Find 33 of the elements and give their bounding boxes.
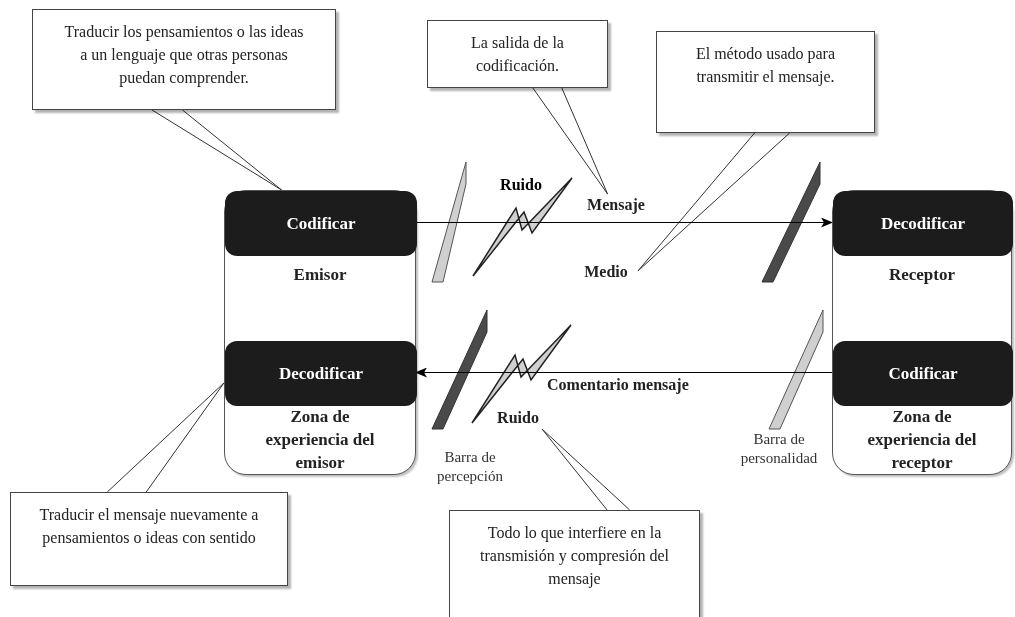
- callout-text: Traducir el mensaje nuevamente a pensamientos o ideas con sentido: [38, 505, 260, 549]
- callout-text: Todo lo que interfiere en la transmisión y compresión del mensaje: [479, 523, 670, 590]
- process-box: [225, 341, 417, 406]
- text-label: Medio: [574, 261, 638, 283]
- arrow: [415, 217, 833, 228]
- process-label: Decodificar: [279, 362, 363, 385]
- callout-box: [656, 31, 875, 133]
- noise-label: Ruido: [499, 175, 543, 195]
- bar-label: Barra de personalidad: [739, 430, 819, 468]
- process-label: Codificar: [888, 362, 958, 385]
- callout-text: El método usado para transmitir el mensaje.: [694, 44, 837, 88]
- text-label: Mensaje: [574, 194, 658, 216]
- participant-box: [832, 190, 1012, 475]
- process-box: [833, 341, 1013, 406]
- process-box: [833, 191, 1013, 256]
- callout-text: La salida de la codificación.: [470, 33, 565, 76]
- bar-label: Barra de percepción: [436, 448, 504, 486]
- callout-box: [427, 20, 608, 88]
- participant-label: Emisor: [292, 264, 348, 286]
- callout-text: Traducir los pensamientos o las ideas a un lenguaje que otras personas puedan comprender.: [63, 22, 305, 89]
- participant-label: Zona de experiencia del receptor: [866, 406, 978, 474]
- participant-label: Receptor: [887, 264, 957, 286]
- participant-box: [224, 190, 416, 475]
- arrow: [415, 367, 833, 378]
- callout-box: [32, 9, 336, 110]
- text-label: Ruido: [488, 407, 548, 429]
- callout-box: [449, 510, 700, 617]
- participant-label: Zona de experiencia del emisor: [264, 406, 376, 474]
- process-label: Decodificar: [881, 212, 965, 235]
- process-label: Codificar: [286, 212, 356, 235]
- edge-label: Comentario mensaje: [546, 375, 690, 395]
- callout-box: [10, 492, 288, 586]
- process-box: [225, 191, 417, 256]
